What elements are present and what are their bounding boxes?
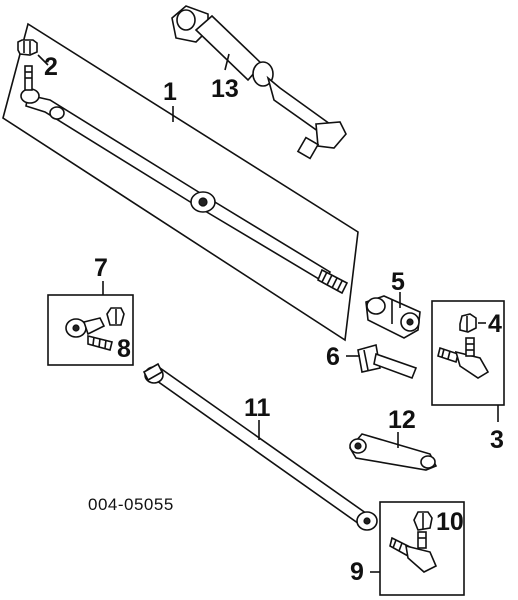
callout-2: 2 bbox=[44, 53, 58, 81]
castle-nut-part-10 bbox=[413, 511, 433, 531]
callout-10: 10 bbox=[436, 508, 464, 536]
drag-link-part-11 bbox=[142, 362, 378, 531]
callout-5: 5 bbox=[391, 268, 405, 296]
callout-4: 4 bbox=[488, 310, 502, 338]
pitman-arm-part-12 bbox=[349, 433, 438, 471]
callout-6: 6 bbox=[326, 343, 340, 371]
callout-9: 9 bbox=[350, 558, 364, 586]
callout-7: 7 bbox=[94, 254, 108, 282]
part-9-box bbox=[370, 501, 465, 596]
part-7-box bbox=[47, 281, 134, 366]
callout-13: 13 bbox=[211, 75, 239, 103]
castle-nut-part-4 bbox=[459, 313, 477, 333]
tie-rod-stud bbox=[24, 65, 33, 91]
tie-rod-panel bbox=[2, 22, 359, 342]
tie-rod-end-part-3 bbox=[437, 337, 490, 379]
castle-nut-part-8 bbox=[106, 307, 125, 326]
adjuster-sleeve-part-5 bbox=[365, 295, 421, 339]
part-3-box bbox=[431, 300, 505, 422]
tie-rod-end-part-7 bbox=[65, 317, 113, 351]
callout-1: 1 bbox=[163, 78, 177, 106]
tie-rod-part-1 bbox=[20, 65, 349, 295]
callout-12: 12 bbox=[388, 406, 416, 434]
tie-rod-end-part-9 bbox=[389, 531, 438, 573]
leader-2 bbox=[37, 54, 49, 66]
castle-nut-part-2 bbox=[17, 39, 38, 56]
steering-damper-part-13 bbox=[171, 5, 347, 160]
callout-3: 3 bbox=[490, 426, 504, 454]
callout-8: 8 bbox=[117, 335, 131, 363]
diagram-code: 004-05055 bbox=[88, 495, 174, 514]
clamp-part-6 bbox=[357, 343, 418, 380]
tie-rod-threaded-end bbox=[316, 268, 349, 295]
leader-13 bbox=[224, 53, 230, 71]
callout-11: 11 bbox=[244, 394, 271, 422]
